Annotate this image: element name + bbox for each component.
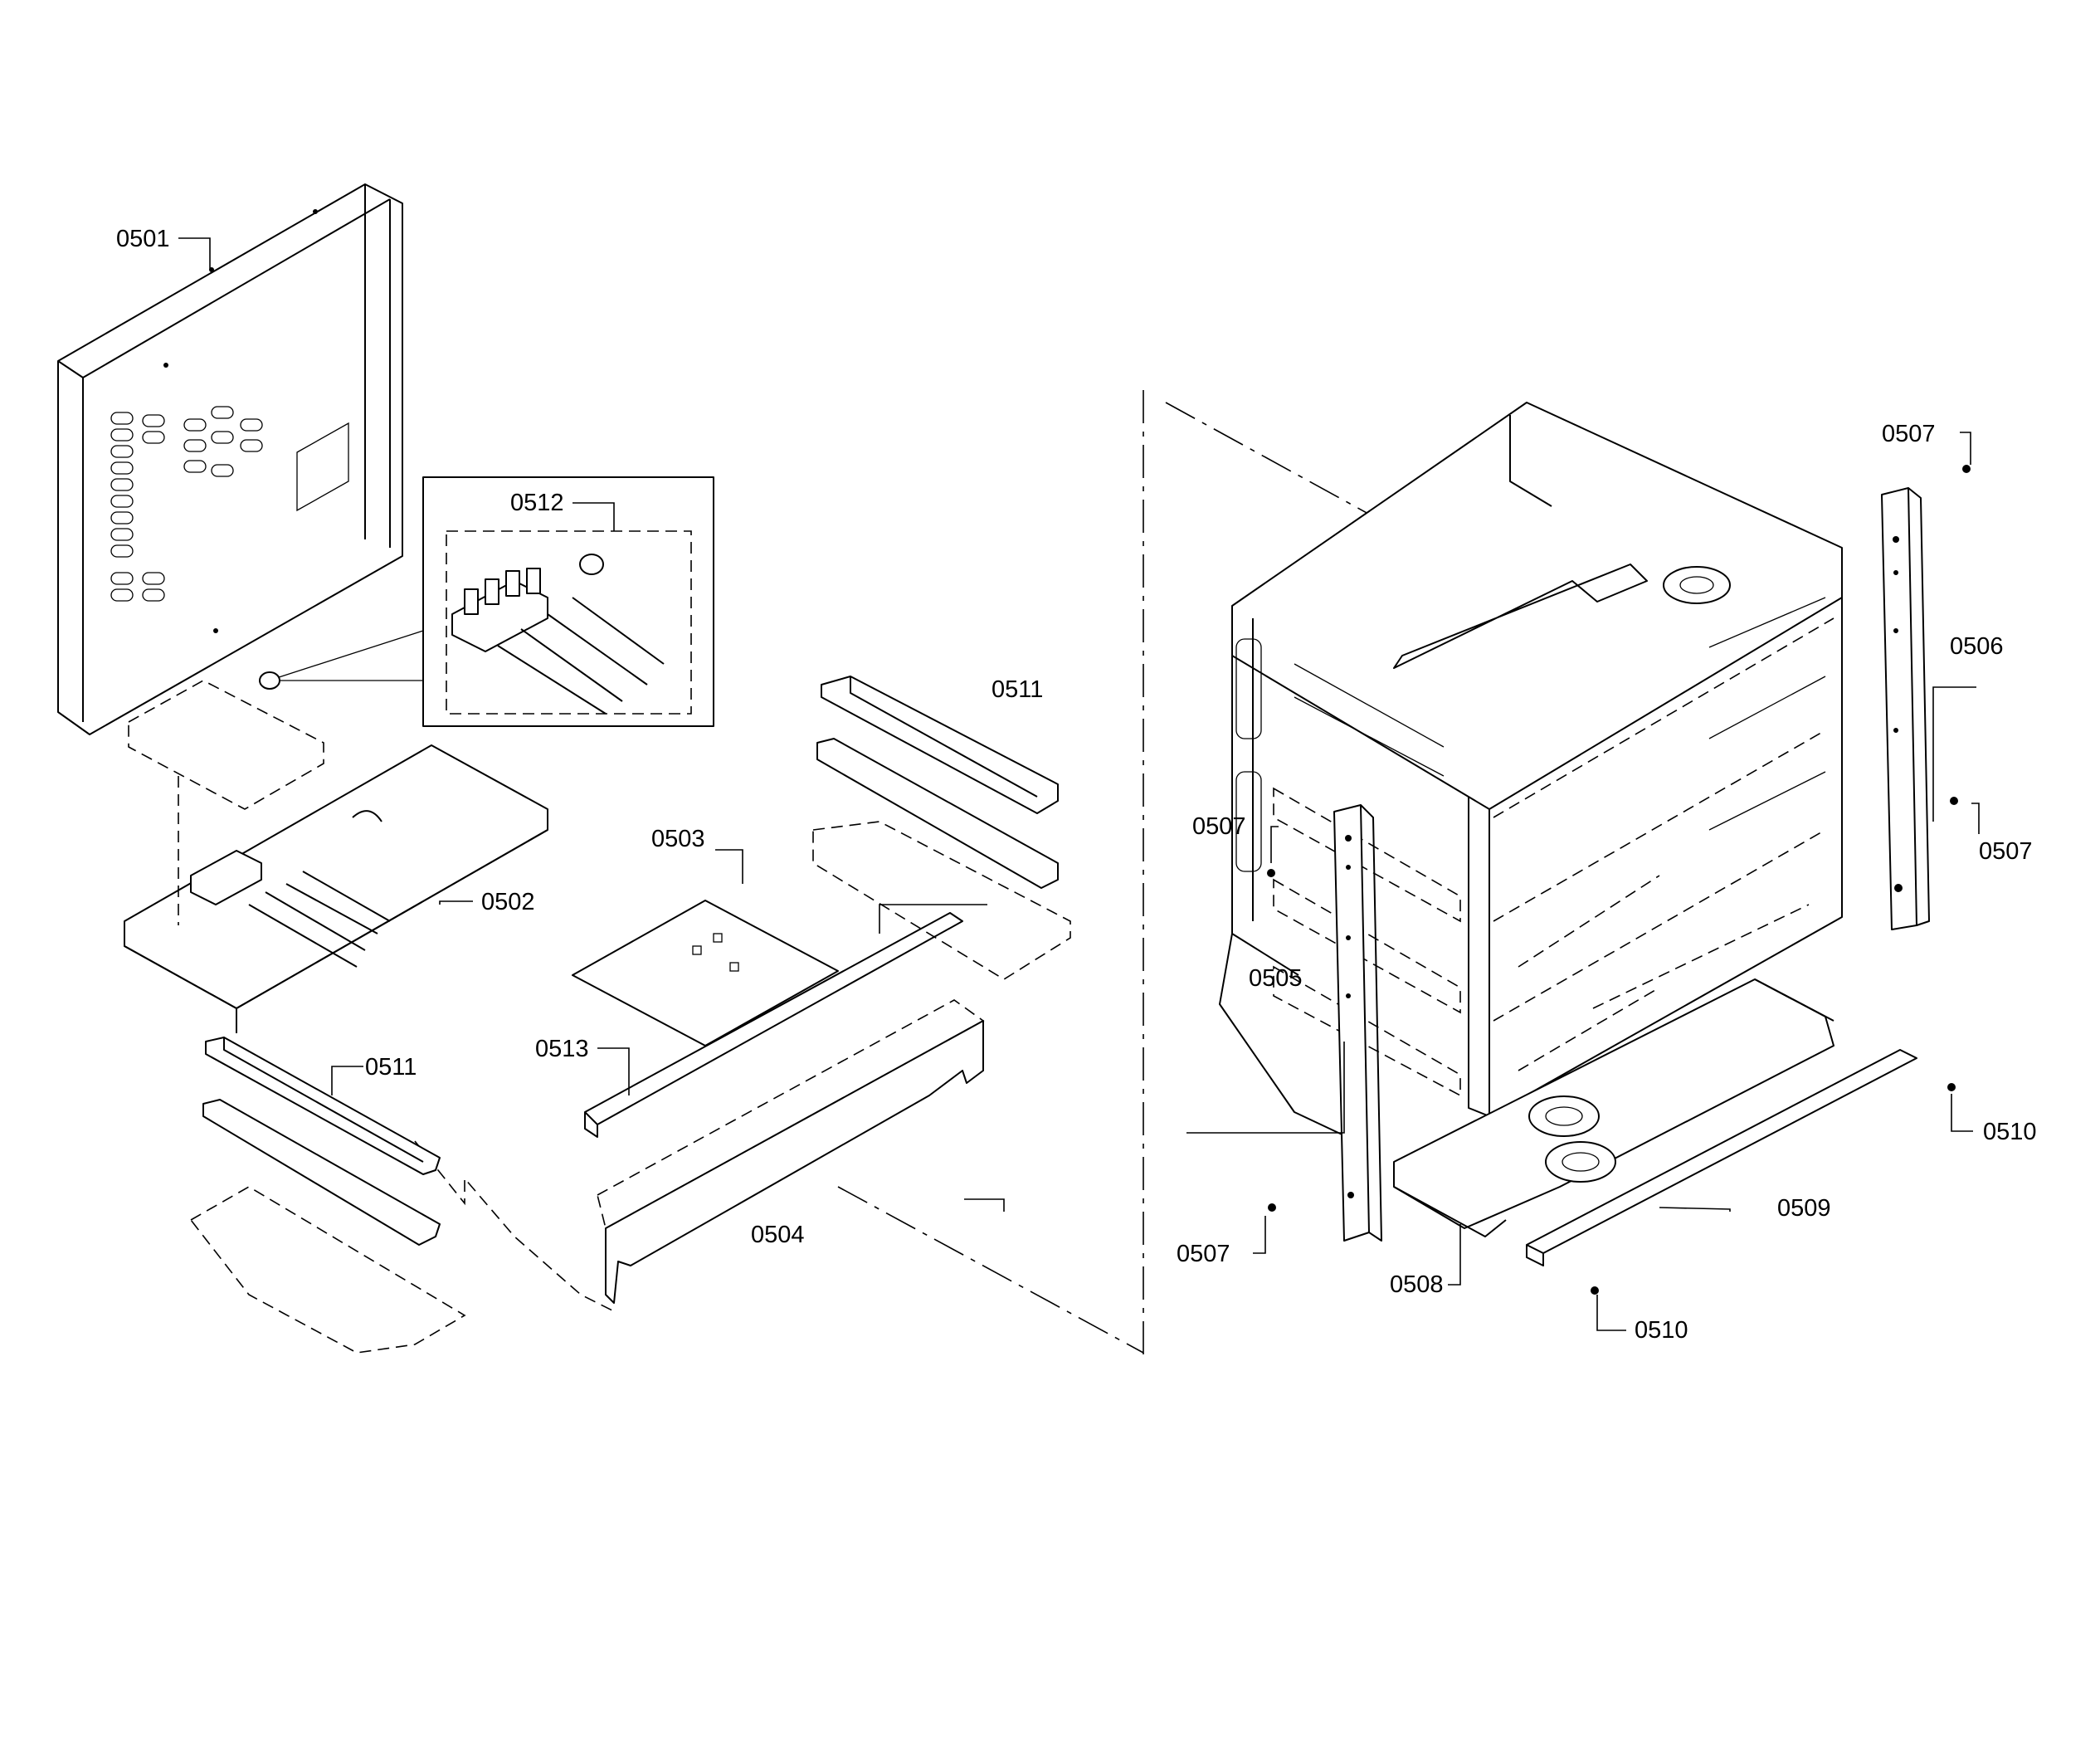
label-0507-left: 0507 [1192, 813, 1246, 840]
label-0501: 0501 [116, 226, 170, 252]
oven-cavity [1219, 402, 1843, 1146]
label-0507-right: 0507 [1979, 838, 2033, 865]
slide-rail-0506 [1881, 487, 1930, 930]
label-0503: 0503 [651, 826, 705, 852]
separator-line [837, 390, 1378, 1361]
label-0512: 0512 [510, 490, 564, 516]
lower-panel-0504 [414, 999, 985, 1312]
rail-0509 [1526, 1049, 1917, 1266]
leader-lines [178, 237, 1980, 1331]
bracket-0511-lower [189, 1037, 466, 1354]
label-0511-lower: 0511 [365, 1054, 417, 1081]
oven-bottom-0508 [1393, 978, 1834, 1237]
label-0513: 0513 [535, 1036, 589, 1062]
part-labels: 0501 0512 0511 0503 0502 0513 0511 0504 … [116, 226, 2037, 1344]
label-0511-upper: 0511 [992, 676, 1043, 703]
label-0509: 0509 [1777, 1195, 1831, 1222]
label-0510-right: 0510 [1983, 1119, 2037, 1145]
slide-rail-0505 [1333, 804, 1382, 1242]
plate-0503 [572, 900, 839, 1047]
wiring-cover-0502 [124, 680, 548, 1033]
label-0510-bottom: 0510 [1635, 1317, 1688, 1344]
label-0507-bottom: 0507 [1177, 1241, 1230, 1267]
screws-0507-0510 [1267, 465, 1971, 1295]
label-0502: 0502 [481, 889, 535, 915]
label-0506: 0506 [1950, 633, 2004, 660]
label-0507-top-right: 0507 [1882, 421, 1936, 447]
rail-0513 [584, 912, 963, 1138]
label-0505: 0505 [1249, 965, 1303, 992]
bracket-0511-upper [812, 676, 1071, 980]
label-0504: 0504 [751, 1222, 805, 1248]
back-panel-0501 [57, 183, 403, 735]
terminal-kit-0512 [259, 476, 714, 727]
label-0508: 0508 [1390, 1271, 1444, 1298]
